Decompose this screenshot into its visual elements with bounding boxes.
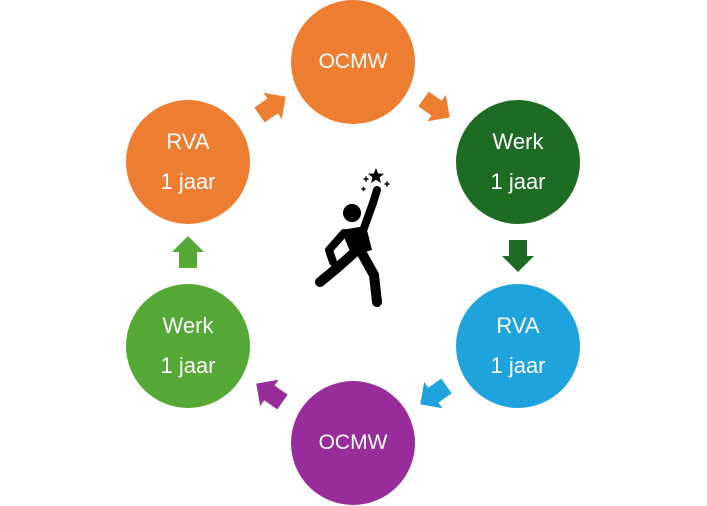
node-rva-right: RVA 1 jaar [456, 284, 580, 408]
arrow-rva-to-ocmw-top [254, 92, 286, 123]
node-label: OCMW [318, 50, 388, 73]
person-reaching-star-icon [315, 168, 390, 307]
node-label: Werk [492, 129, 544, 154]
node-label: RVA [166, 129, 210, 154]
arrow-ocmw-to-werk [418, 91, 450, 122]
node-rva-left: RVA 1 jaar [126, 100, 250, 224]
arrow-ocmw-to-werk-left [256, 379, 288, 410]
node-werk-left: Werk 1 jaar [126, 284, 250, 408]
node-label: Werk [162, 313, 214, 338]
node-sublabel: 1 jaar [490, 353, 546, 378]
node-sublabel: 1 jaar [490, 169, 546, 194]
node-label: OCMW [318, 431, 388, 454]
node-ocmw-top: OCMW [291, 0, 415, 124]
node-ocmw-bottom: OCMW [291, 381, 415, 505]
node-label: RVA [496, 313, 540, 338]
arrow-werk-to-rva-left [172, 236, 204, 268]
arrow-rva-to-ocmw [420, 378, 452, 409]
arrow-werk-to-rva [502, 240, 534, 272]
node-sublabel: 1 jaar [160, 169, 216, 194]
node-sublabel: 1 jaar [160, 353, 216, 378]
node-werk-right: Werk 1 jaar [456, 100, 580, 224]
